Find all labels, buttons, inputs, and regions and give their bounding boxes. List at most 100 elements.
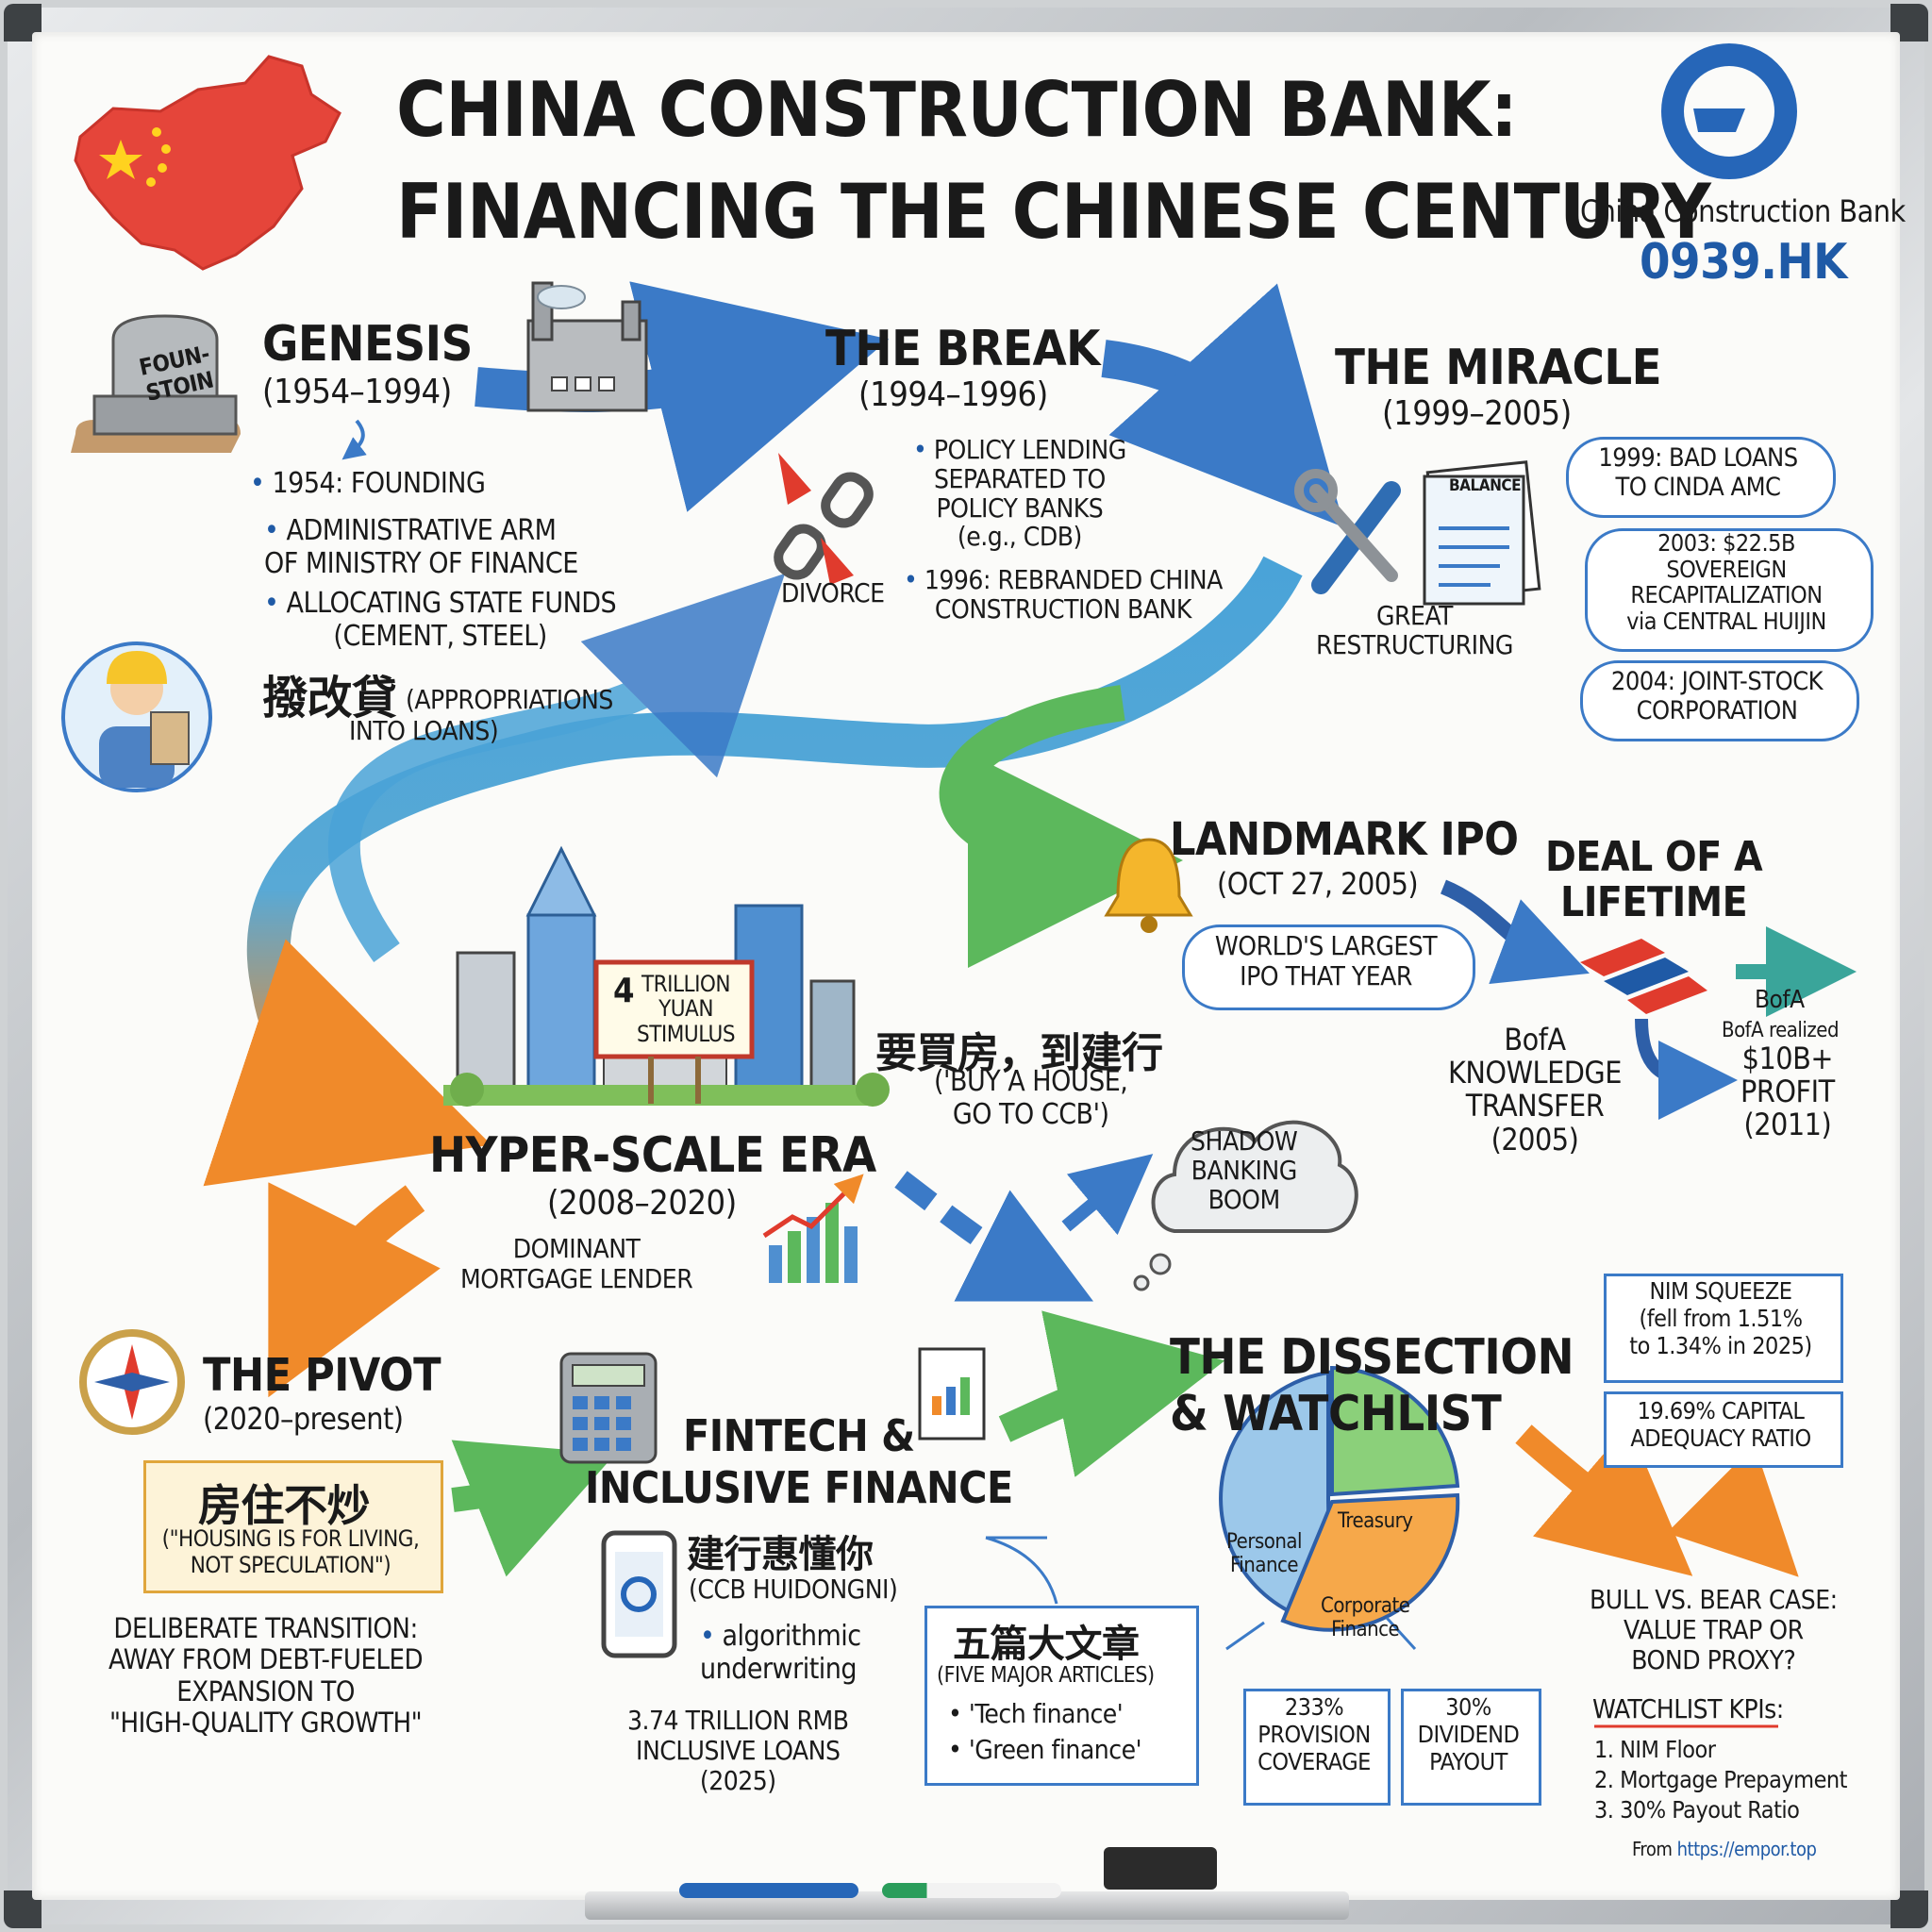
arrow-fintech-dissection [998, 1310, 1225, 1477]
arrow-genesis-small [341, 419, 367, 460]
genesis-heading: GENESIS [262, 316, 473, 373]
title-line-1: CHINA CONSTRUCTION BANK: [396, 66, 1518, 154]
watchlist-title: WATCHLIST KPIs: [1592, 1693, 1784, 1724]
hyper-slogan-cn: 要買房，到建行 [875, 1029, 1163, 1077]
pie-slice-corporate [1280, 1492, 1460, 1632]
pivot-description: DELIBERATE TRANSITION: AWAY FROM DEBT-FU… [108, 1612, 424, 1740]
genesis-bullet-3: • ALLOCATING STATE FUNDS (CEMENT, STEEL) [264, 587, 617, 653]
green-marker[interactable] [882, 1883, 1061, 1898]
bofa-logo-icon [1580, 939, 1707, 1014]
genesis-bullet-2: • ADMINISTRATIVE ARM OF MINISTRY OF FINA… [264, 514, 578, 580]
miracle-bubble-2 [1585, 528, 1874, 652]
genesis-years: (1954–1994) [262, 373, 452, 411]
bofa-realized: BofA realized [1722, 1019, 1840, 1042]
break-heading: THE BREAK [825, 321, 1100, 377]
ccb-logo-icon [1661, 43, 1797, 179]
kpi-2: 2. Mortgage Prepayment [1594, 1766, 1848, 1793]
five-articles-box [924, 1606, 1199, 1786]
provision-coverage: 233% PROVISION COVERAGE [1257, 1693, 1371, 1775]
pivot-heading: THE PIVOT [203, 1349, 441, 1402]
calculator-icon [559, 1352, 658, 1464]
miracle-heading: THE MIRACLE [1335, 340, 1662, 396]
pivot-years: (2020–present) [203, 1401, 404, 1437]
ipo-date: (OCT 27, 2005) [1217, 866, 1419, 902]
fintech-heading: FINTECH & INCLUSIVE FINANCE [585, 1410, 1013, 1514]
pivot-slogan-en: ("HOUSING IS FOR LIVING, NOT SPECULATION… [161, 1525, 420, 1578]
blue-marker[interactable] [679, 1883, 858, 1898]
pie-label-treasury: Treasury [1338, 1509, 1413, 1533]
hyper-heading: HYPER-SCALE ERA [429, 1127, 876, 1184]
miracle-bubble-3-text: 2004: JOINT-STOCK CORPORATION [1610, 667, 1824, 726]
tools-icon [1294, 469, 1401, 594]
arrow-pivot-fintech [451, 1440, 616, 1577]
hyper-years: (2008–2020) [547, 1184, 737, 1223]
app-name-cn: 建行惠懂你 [687, 1533, 874, 1576]
break-bullet-1: • POLICY LENDING SEPARATED TO POLICY BAN… [913, 434, 1126, 553]
provision-box [1243, 1689, 1391, 1806]
pie-slice-personal [1219, 1370, 1333, 1627]
brand-name: China Construction Bank [1580, 193, 1906, 229]
pie-slice-treasury [1330, 1365, 1460, 1497]
kpi-1: 1. NIM Floor [1594, 1736, 1716, 1763]
genesis-note-en-1: (APPROPRIATIONS [406, 684, 613, 715]
source-credit: From https://empor.top [1632, 1838, 1817, 1860]
source-link[interactable]: https://empor.top [1676, 1838, 1817, 1860]
capital-adequacy: 19.69% CAPITAL ADEQUACY RATIO [1630, 1397, 1811, 1452]
arrow-miracle-ipo [939, 685, 1183, 968]
capital-box [1604, 1391, 1843, 1468]
bell-icon [1104, 838, 1193, 933]
miracle-bubble-1 [1566, 437, 1836, 518]
balance-sheet-icon [1423, 460, 1541, 606]
balance-label: BALANCE [1449, 476, 1522, 495]
dissection-heading: THE DISSECTION & WATCHLIST [1170, 1329, 1574, 1442]
algorithmic-underwriting: • algorithmic underwriting [700, 1620, 861, 1686]
kpi-3: 3. 30% Payout Ratio [1594, 1796, 1800, 1824]
bofa-label: BofA [1755, 986, 1805, 1014]
arrow-deal-bofa [1440, 879, 1590, 985]
eraser[interactable] [1104, 1847, 1217, 1890]
arrow-dissection-bear [1666, 1444, 1799, 1577]
divorce-label: DIVORCE [781, 577, 885, 608]
ipo-bubble [1182, 924, 1475, 1010]
arrow-dissection-bull [1515, 1424, 1693, 1576]
nim-box [1604, 1274, 1843, 1383]
ipo-heading: LANDMARK IPO [1170, 813, 1519, 866]
deal-of-a-lifetime: DEAL OF A LIFETIME [1545, 833, 1763, 927]
title-line-2: FINANCING THE CHINESE CENTURY [396, 168, 1711, 256]
miracle-years: (1999–2005) [1382, 394, 1572, 433]
break-bullet-2: • 1996: REBRANDED CHINA CONSTRUCTION BAN… [904, 564, 1223, 625]
worker-icon [61, 641, 212, 792]
app-name-en: (CCB HUIDONGNI) [689, 1574, 898, 1605]
arrow-shadow-small [1061, 1154, 1154, 1236]
bofa-profit: $10B+ PROFIT (2011) [1740, 1041, 1835, 1143]
article-tech: • 'Tech finance' [948, 1698, 1124, 1729]
pivot-slogan-box [143, 1460, 443, 1593]
stimulus-sign [593, 959, 755, 1059]
sign-text: TRILLION YUAN STIMULUS [637, 971, 736, 1047]
five-articles-cn: 五篇大文章 [953, 1623, 1140, 1666]
sign-number: 4 [613, 972, 635, 1010]
hyper-caption: DOMINANT MORTGAGE LENDER [460, 1233, 693, 1295]
pie-label-personal: Personal Finance [1226, 1530, 1303, 1578]
arrow-bofa-profit [1635, 1018, 1738, 1120]
bofa-transfer: BofA KNOWLEDGE TRANSFER (2005) [1448, 1022, 1622, 1158]
foundation-stone-icon [71, 314, 241, 453]
shadow-banking-cloud [1151, 1120, 1358, 1233]
hyper-slogan-en: ('BUY A HOUSE, GO TO CCB') [934, 1065, 1128, 1131]
broken-chain-icon [774, 453, 874, 585]
miracle-bubble-1-text: 1999: BAD LOANS TO CINDA AMC [1598, 443, 1798, 503]
phone-app-icon [601, 1530, 677, 1658]
inclusive-loans: 3.74 TRILLION RMB INCLUSIVE LOANS (2025) [627, 1705, 849, 1797]
genesis-note-cn: 撥改貸 [262, 672, 397, 724]
genesis-bullet-1: • 1954: FOUNDING [250, 467, 486, 500]
nim-squeeze: NIM SQUEEZE (fell from 1.51% to 1.34% in… [1629, 1277, 1812, 1359]
ipo-bubble-text: WORLD'S LARGEST IPO THAT YEAR [1214, 930, 1438, 992]
miracle-caption: GREAT RESTRUCTURING [1316, 600, 1513, 660]
five-articles-en: (FIVE MAJOR ARTICLES) [937, 1663, 1155, 1688]
compass-icon [79, 1329, 185, 1435]
article-green: • 'Green finance' [948, 1734, 1142, 1765]
miracle-bubble-2-text: 2003: $22.5B SOVEREIGN RECAPITALIZATION … [1626, 529, 1826, 635]
pivot-slogan-cn: 房住不炒 [198, 1480, 371, 1531]
miracle-bubble-3 [1580, 660, 1859, 741]
